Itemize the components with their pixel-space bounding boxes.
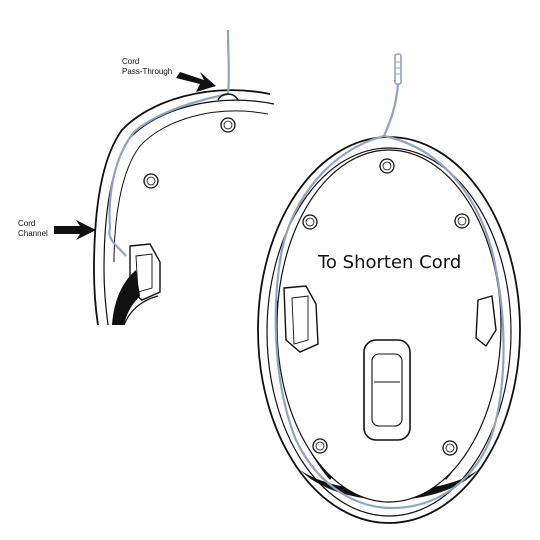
- partial-mouse-outer-shell: [93, 89, 271, 326]
- mouse-feet-icon: [312, 438, 328, 454]
- mouse-feet-icon: [146, 176, 156, 186]
- full-cord: [274, 83, 505, 510]
- mouse-feet-icon: [143, 173, 159, 189]
- mouse-feet-icon: [220, 117, 236, 133]
- mouse-feet-icon: [302, 214, 318, 230]
- channel-callout: Cord Channel: [18, 219, 48, 239]
- pass-through-notch: [217, 93, 239, 101]
- channel-label-line2: Channel: [18, 229, 48, 238]
- cord-plug: [394, 53, 402, 85]
- channel-label-line1: Cord: [18, 219, 36, 228]
- sensor-window-inner: [371, 353, 403, 427]
- mouse-feet-icon: [223, 120, 233, 130]
- partial-mouse-inner-rim: [113, 110, 269, 263]
- pass-through-label-line2: Pass-Through: [122, 67, 173, 76]
- mouse-feet-icon: [445, 443, 455, 453]
- mouse-feet-icon: [442, 440, 458, 456]
- mouse-feet-icon: [315, 441, 325, 451]
- left-cord-clip-detail: [291, 295, 309, 345]
- full-mouse-view: [257, 53, 521, 524]
- arrow-pointer-icon: [176, 72, 216, 92]
- diagram-title: To Shorten Cord: [318, 252, 462, 273]
- arrow-pointer-icon: [54, 220, 96, 240]
- pass-through-callout: Cord Pass-Through: [122, 57, 172, 77]
- partial-grip-edge: [123, 295, 159, 326]
- mouse-feet-icon: [379, 158, 395, 174]
- mouse-feet-icon: [382, 161, 392, 171]
- partial-mouse-view: [93, 29, 275, 326]
- mouse-feet-icon: [305, 217, 315, 227]
- mouse-feet-icon: [454, 213, 470, 229]
- full-mouse-body: [276, 149, 502, 503]
- partial-cord: [108, 29, 230, 257]
- cord-plug-ridges: [395, 61, 401, 75]
- full-mouse-inner-shell: [266, 147, 512, 517]
- bottom-dark-band: [300, 470, 478, 500]
- pass-through-label-line1: Cord: [122, 57, 140, 66]
- right-cord-clip: [475, 295, 497, 348]
- mouse-feet-icon: [457, 216, 467, 226]
- partial-dark-grip: [112, 270, 140, 325]
